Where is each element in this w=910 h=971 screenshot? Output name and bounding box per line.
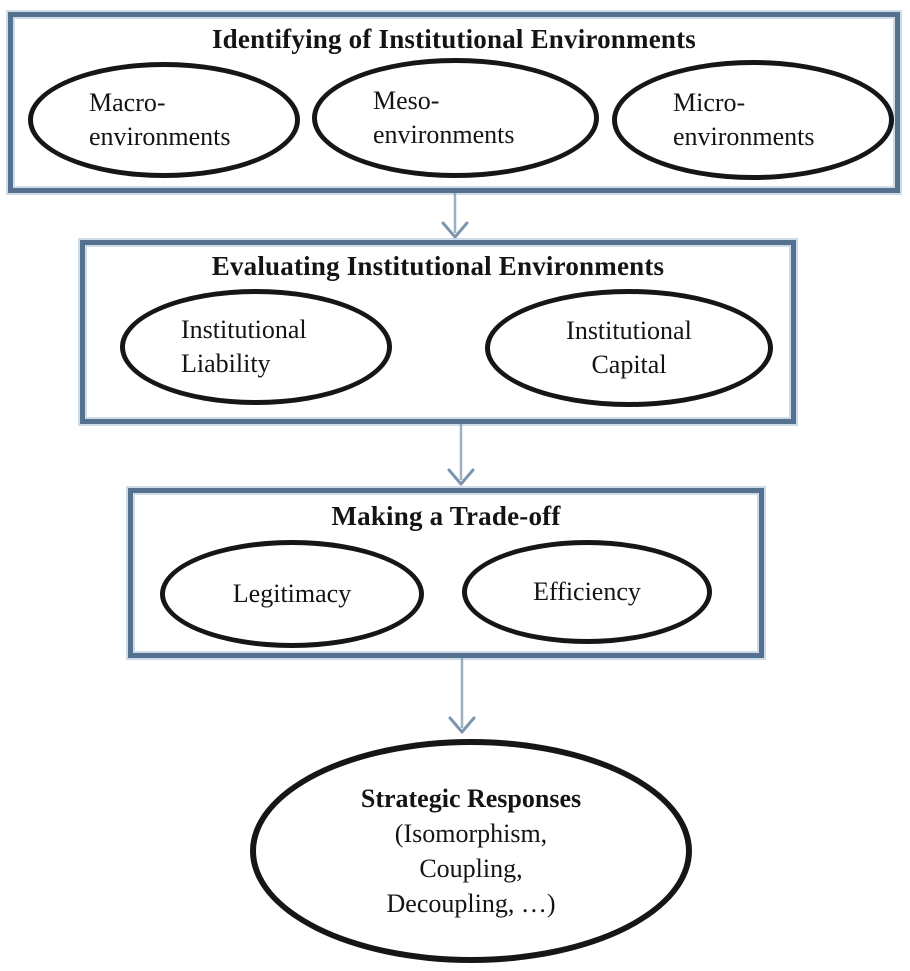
ellipse-legitimacy: Legitimacy: [160, 540, 424, 648]
stage-title-evaluating: Evaluating Institutional Environments: [211, 251, 665, 281]
ellipse-label-line: Institutional: [181, 315, 307, 344]
stage-box-tradeoff: Making a Trade-off Legitimacy Efficiency: [128, 488, 764, 658]
ellipse-label-line: Macro-: [89, 88, 166, 117]
ellipse-label-line: Meso-: [373, 86, 440, 115]
down-arrow-icon: [441, 193, 469, 239]
stage-title-identifying: Identifying of Institutional Environment…: [211, 24, 697, 54]
outcome-line: (Isomorphism,: [394, 819, 548, 848]
ellipse-label-line: environments: [373, 120, 515, 149]
ellipse-label-line: Micro-: [673, 88, 746, 117]
stage-box-identifying: Identifying of Institutional Environment…: [8, 12, 900, 193]
ellipse-label-line: Liability: [181, 349, 271, 378]
ellipse-institutional-liability: Institutional Liability: [120, 289, 392, 405]
ellipse-label-line: Legitimacy: [232, 579, 352, 608]
stage-box-evaluating: Evaluating Institutional Environments In…: [80, 240, 796, 424]
down-arrow-icon: [448, 658, 476, 734]
ellipse-efficiency: Efficiency: [462, 540, 712, 644]
ellipse-label-line: Capital: [591, 350, 667, 379]
ellipse-macro-environments: Macro- environments: [28, 62, 300, 178]
outcome-title: Strategic Responses: [360, 784, 582, 813]
ellipse-label-line: Institutional: [566, 316, 692, 345]
outcome-line: Coupling,: [419, 854, 523, 883]
ellipse-micro-environments: Micro- environments: [612, 60, 894, 180]
stage-title-tradeoff: Making a Trade-off: [331, 501, 561, 531]
ellipse-label-line: environments: [673, 122, 815, 151]
ellipse-institutional-capital: Institutional Capital: [485, 289, 773, 407]
ellipse-strategic-responses: Strategic Responses (Isomorphism, Coupli…: [250, 739, 692, 963]
ellipse-label-line: environments: [89, 122, 231, 151]
outcome-line: Decoupling, …): [386, 889, 556, 918]
down-arrow-icon: [447, 424, 475, 486]
ellipse-label-line: Efficiency: [533, 577, 641, 606]
ellipse-meso-environments: Meso- environments: [312, 58, 599, 178]
